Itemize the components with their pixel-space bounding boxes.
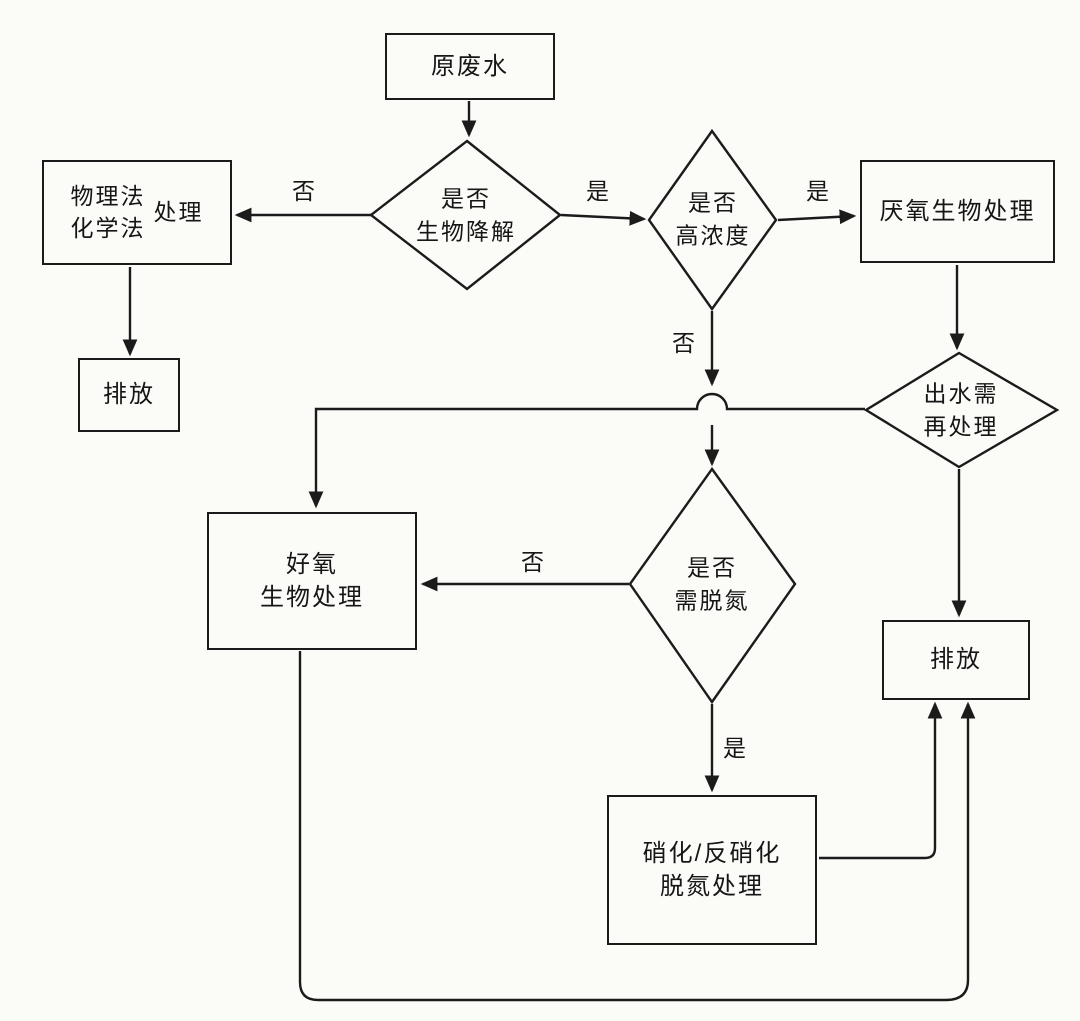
- node-aerobic-treatment: 好氧 生物处理: [207, 512, 417, 650]
- decision-effluent-retreatment-label: 出水需 再处理: [923, 380, 999, 439]
- edge-nitrification-to-discharge: [819, 701, 943, 860]
- decision-biodegradable-label: 是否 生物降解: [416, 185, 516, 244]
- decision-high-concentration-label: 是否 高浓度: [675, 189, 751, 248]
- decision-effluent-retreatment-shape: [863, 351, 1060, 469]
- edge-highconc-yes-to-anaerobic: [777, 209, 857, 225]
- node-aerobic-treatment-label: 好氧 生物处理: [260, 550, 364, 611]
- node-physical-chemical-treatment: 物理法 化学法 处理: [42, 160, 232, 265]
- node-discharge-left: 排放: [78, 358, 180, 432]
- node-anaerobic-treatment: 厌氧生物处理: [860, 160, 1055, 263]
- decision-denitrification-shape: [628, 466, 797, 705]
- edge-label-yes-to-anaerobic: 是: [806, 178, 830, 204]
- node-physical-chemical-treatment-content: 物理法 化学法 处理: [71, 181, 204, 244]
- physchem-methods-label: 物理法 化学法: [70, 182, 146, 241]
- node-nitrification-denitrification: 硝化/反硝化 脱氮处理: [607, 795, 817, 945]
- node-raw-wastewater: 原废水: [385, 33, 555, 100]
- node-discharge-right-label: 排放: [930, 646, 982, 674]
- edge-label-yes-to-highconc: 是: [586, 178, 610, 204]
- edge-biodegradable-yes-to-highconc: [560, 210, 647, 226]
- node-discharge-right: 排放: [882, 620, 1030, 700]
- node-raw-wastewater-label: 原废水: [431, 52, 509, 80]
- node-anaerobic-treatment-label: 厌氧生物处理: [879, 197, 1036, 225]
- edge-label-no-to-physchem: 否: [292, 178, 316, 204]
- decision-high-concentration-shape: [647, 128, 778, 312]
- decision-biodegradable-shape: [369, 139, 562, 291]
- edge-aerobic-bottom-to-discharge: [298, 651, 976, 1002]
- decision-denitrification-label: 是否 需脱氮: [674, 554, 750, 613]
- physchem-treat-label: 处理: [153, 198, 204, 225]
- node-nitrification-denitrification-label: 硝化/反硝化 脱氮处理: [642, 839, 782, 900]
- edge-effluent-retreat-to-aerobic: [308, 392, 865, 509]
- edge-label-no-to-aerobic: 否: [521, 549, 545, 575]
- edge-label-yes-to-nitrification: 是: [723, 735, 747, 761]
- node-discharge-left-label: 排放: [103, 381, 155, 409]
- edge-label-no-down-highconc: 否: [672, 330, 696, 356]
